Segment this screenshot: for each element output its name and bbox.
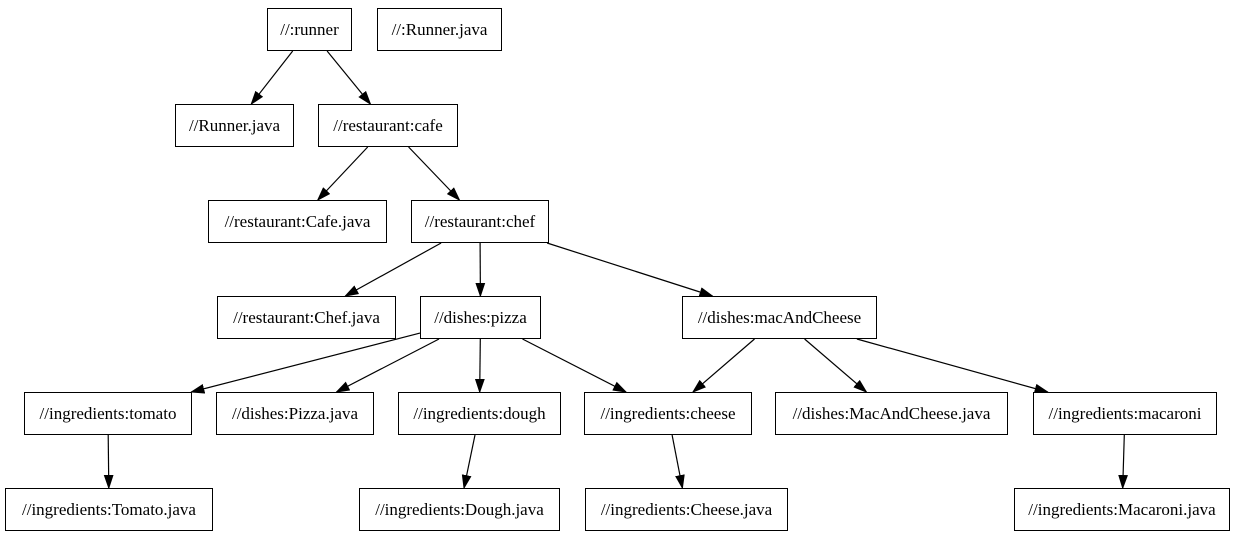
graph-node-ingredients-macaroni-java: //ingredients:Macaroni.java <box>1014 488 1230 531</box>
graph-node-restaurant-cafe: //restaurant:cafe <box>318 104 458 147</box>
graph-edge-restaurant-chef-to-dishes-mac-and-cheese <box>546 242 712 296</box>
graph-node-label: //ingredients:tomato <box>39 404 177 423</box>
graph-node-runner-java-target: //:Runner.java <box>377 8 502 51</box>
graph-node-ingredients-cheese-java: //ingredients:Cheese.java <box>585 488 788 531</box>
graph-edge-restaurant-cafe-to-restaurant-cafe-java <box>318 146 369 200</box>
graph-node-dishes-pizza: //dishes:pizza <box>420 296 541 339</box>
graph-node-ingredients-tomato-java: //ingredients:Tomato.java <box>5 488 213 531</box>
graph-node-dishes-pizza-java: //dishes:Pizza.java <box>216 392 374 435</box>
graph-node-label: //restaurant:cafe <box>333 116 443 135</box>
graph-node-label: //ingredients:dough <box>413 404 546 423</box>
edge-group <box>108 50 1125 488</box>
graph-edge-runner-to-restaurant-cafe <box>326 50 370 104</box>
graph-node-ingredients-cheese: //ingredients:cheese <box>584 392 752 435</box>
graph-node-runner-java-file: //Runner.java <box>175 104 294 147</box>
graph-node-label: //ingredients:macaroni <box>1048 404 1202 423</box>
graph-node-label: //ingredients:cheese <box>600 404 736 423</box>
graph-edge-ingredients-tomato-to-ingredients-tomato-java <box>108 434 109 488</box>
graph-node-dishes-mac-and-cheese-java: //dishes:MacAndCheese.java <box>775 392 1008 435</box>
graph-node-restaurant-chef-java: //restaurant:Chef.java <box>217 296 396 339</box>
graph-edge-dishes-pizza-to-dishes-pizza-java <box>337 338 440 392</box>
graph-node-ingredients-dough-java: //ingredients:Dough.java <box>359 488 560 531</box>
graph-node-label: //restaurant:chef <box>424 212 536 231</box>
graph-edge-dishes-mac-and-cheese-to-dishes-mac-and-cheese-java <box>804 338 867 392</box>
graph-edge-ingredients-dough-to-ingredients-dough-java <box>464 434 476 488</box>
graph-node-ingredients-macaroni: //ingredients:macaroni <box>1033 392 1217 435</box>
graph-node-label: //:runner <box>280 20 339 39</box>
graph-node-ingredients-tomato: //ingredients:tomato <box>24 392 192 435</box>
graph-edge-ingredients-macaroni-to-ingredients-macaroni-java <box>1123 434 1125 488</box>
graph-node-label: //ingredients:Macaroni.java <box>1028 500 1216 519</box>
graph-node-label: //restaurant:Chef.java <box>233 308 380 327</box>
graph-node-restaurant-cafe-java: //restaurant:Cafe.java <box>208 200 387 243</box>
graph-node-dishes-mac-and-cheese: //dishes:macAndCheese <box>682 296 877 339</box>
graph-edge-dishes-mac-and-cheese-to-ingredients-macaroni <box>856 338 1048 392</box>
graph-edge-runner-to-runner-java-file <box>251 50 294 104</box>
graph-node-label: //:Runner.java <box>391 20 488 39</box>
graph-node-label: //ingredients:Cheese.java <box>600 500 773 519</box>
graph-edge-dishes-pizza-to-ingredients-dough <box>480 338 481 392</box>
graph-edge-restaurant-chef-to-restaurant-chef-java <box>345 242 442 296</box>
graph-edge-ingredients-cheese-to-ingredients-cheese-java <box>671 434 682 488</box>
graph-edge-dishes-mac-and-cheese-to-ingredients-cheese <box>693 338 755 392</box>
graph-node-label: //dishes:MacAndCheese.java <box>792 404 991 423</box>
graph-node-ingredients-dough: //ingredients:dough <box>398 392 561 435</box>
graph-edge-restaurant-cafe-to-restaurant-chef <box>408 146 460 200</box>
graph-node-label: //restaurant:Cafe.java <box>224 212 371 231</box>
graph-node-label: //dishes:pizza <box>434 308 527 327</box>
graph-node-label: //dishes:Pizza.java <box>231 404 359 423</box>
graph-node-runner: //:runner <box>267 8 352 51</box>
graph-node-restaurant-chef: //restaurant:chef <box>411 200 549 243</box>
graph-node-label: //dishes:macAndCheese <box>697 308 862 327</box>
graph-node-label: //ingredients:Dough.java <box>375 500 544 519</box>
graph-edge-dishes-pizza-to-ingredients-cheese <box>522 338 627 392</box>
graph-node-label: //Runner.java <box>188 116 281 135</box>
graph-node-label: //ingredients:Tomato.java <box>22 500 196 519</box>
graph-edge-dishes-pizza-to-ingredients-tomato <box>191 332 421 392</box>
